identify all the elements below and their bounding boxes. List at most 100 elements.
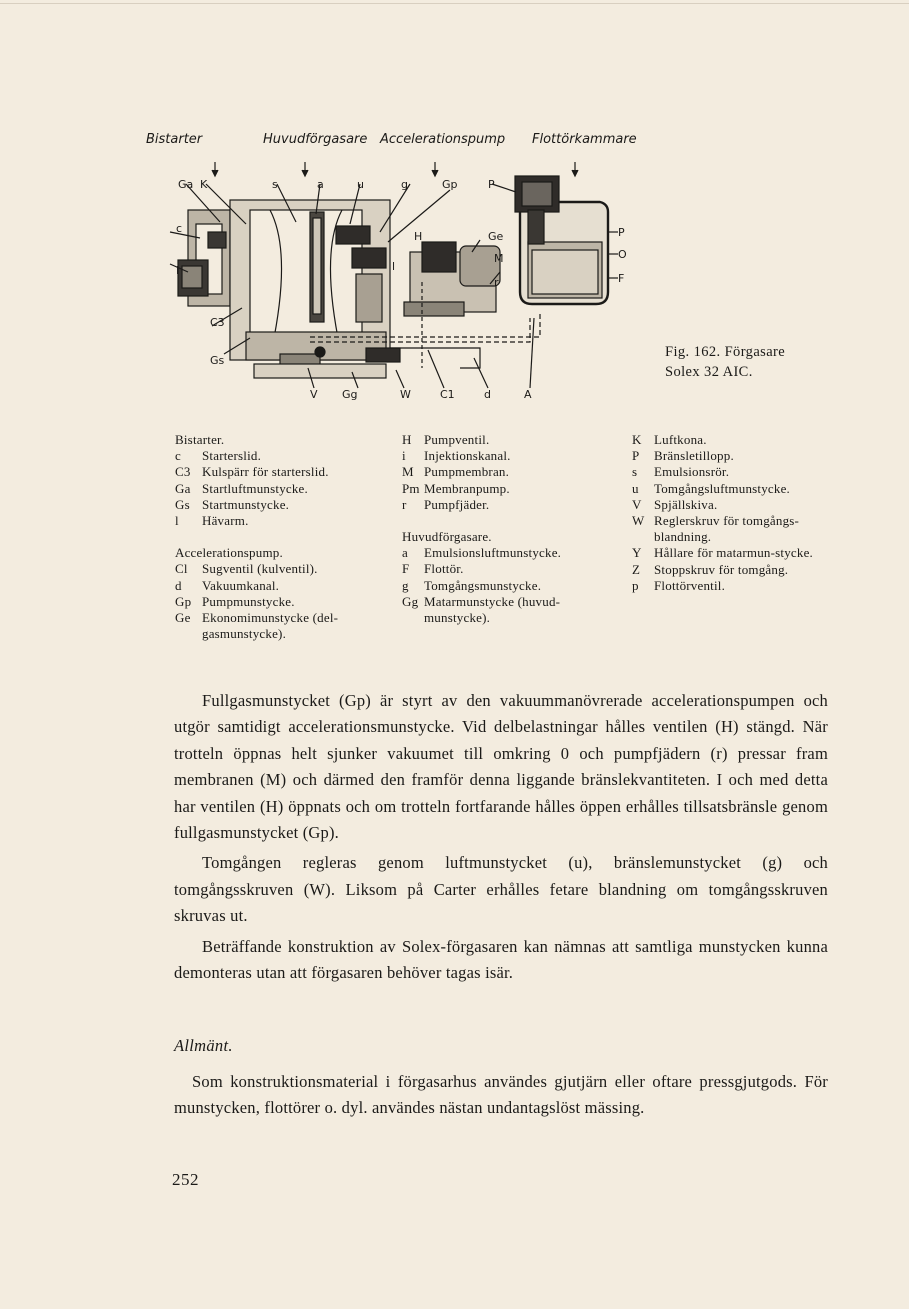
legend-code: M: [402, 464, 414, 480]
legend-code: Gg: [402, 593, 419, 609]
legend-entry: P Bränsletillopp.: [632, 448, 837, 464]
label-O: O: [618, 248, 627, 261]
legend-code: d: [175, 577, 182, 593]
legend-description: Hävarm.: [202, 513, 249, 529]
legend-section-title: Huvudförgasare.: [402, 529, 492, 545]
figure-heading-accelerationspump: Accelerationspump: [380, 132, 506, 147]
body-text: Fullgasmunstycket (Gp) är styrt av den v…: [174, 688, 828, 986]
legend-entry: Y Hållare för matarmun-stycke.: [632, 545, 837, 561]
legend-description: Starterslid.: [202, 448, 262, 464]
label-Ge: Ge: [488, 230, 504, 243]
label-Gg: Gg: [342, 388, 358, 401]
label-Ga: Ga: [178, 178, 193, 191]
legend-description: Spjällskiva.: [654, 496, 718, 512]
legend-description: Vakuumkanal.: [202, 577, 280, 593]
legend-entry: Ge Ekonomimunstycke (del-gasmunstycke).: [175, 610, 387, 642]
carburetor-cross-section-drawing: Ga K s a u g Gp P c l H Ge M l r P O F C…: [169, 162, 627, 401]
legend-code: p: [632, 577, 639, 593]
legend-description: Hållare för matarmun-stycke.: [654, 545, 814, 561]
section-body: Som konstruktionsmaterial i förgasarhus …: [174, 1069, 828, 1122]
section-heading: Allmänt.: [174, 1036, 233, 1055]
legend-code: Z: [632, 561, 641, 577]
legend-description: Emulsionsluftmunstycke.: [424, 545, 562, 561]
legend-description: Reglerskruv för tomgångs-blandning.: [654, 513, 800, 545]
legend-code: Ge: [175, 610, 191, 626]
figure-heading-huvudforgasare: Huvudförgasare: [263, 132, 368, 147]
legend-description: Startmunstycke.: [202, 496, 290, 512]
label-Gs: Gs: [210, 354, 225, 367]
legend-code: W: [632, 513, 645, 529]
legend-entry: Z Stoppskruv för tomgång.: [632, 562, 837, 578]
legend-entry: s Emulsionsrör.: [632, 464, 837, 480]
legend-code: u: [632, 480, 639, 496]
legend-entry: a Emulsionsluftmunstycke.: [402, 545, 614, 561]
page-number: 252: [172, 1170, 199, 1189]
legend-code: c: [175, 448, 181, 464]
legend-code: Y: [632, 545, 642, 561]
label-d: d: [484, 388, 491, 401]
legend-entry: Gg Matarmunstycke (huvud-munstycke).: [402, 594, 614, 626]
legend-code: F: [402, 561, 410, 577]
paragraph: Beträffande konstruktion av Solex-förgas…: [174, 936, 828, 983]
label-u: u: [357, 178, 364, 191]
legend-description: Tomgångsmunstycke.: [424, 577, 542, 593]
carburetor-figure: Ga K s a u g Gp P c l H Ge M l r P O F C…: [146, 132, 650, 402]
legend-description: Matarmunstycke (huvud-munstycke).: [424, 593, 561, 626]
legend-code: Pm: [402, 480, 420, 496]
legend-entry: c Starterslid.: [175, 448, 387, 464]
legend-gap: [175, 529, 387, 545]
figure-heading-flottorkammare: Flottörkammare: [532, 132, 637, 147]
legend-description: Tomgångsluftmunstycke.: [654, 480, 790, 496]
legend-description: Kulspärr för starterslid.: [202, 464, 329, 480]
legend-code: H: [402, 432, 412, 447]
legend-description: Stoppskruv för tomgång.: [654, 561, 789, 577]
label-C3: C3: [210, 316, 225, 329]
label-l-left: l: [176, 264, 179, 277]
legend-code: Ga: [175, 480, 191, 496]
legend-code: g: [402, 577, 409, 593]
page-top-edge: [0, 3, 909, 4]
label-H: H: [414, 230, 422, 243]
legend-description: Ekonomimunstycke (del-gasmunstycke).: [202, 610, 339, 642]
figure-caption-line: Fig. 162. Förgasare: [665, 344, 786, 360]
label-M: M: [494, 252, 504, 265]
legend-entry: d Vakuumkanal.: [175, 578, 387, 594]
legend-entry: W Reglerskruv för tomgångs-blandning.: [632, 513, 837, 545]
label-F: F: [618, 272, 624, 285]
label-g: g: [401, 178, 408, 191]
legend-description: Pumpmembran.: [424, 464, 510, 480]
legend-code: a: [402, 545, 408, 561]
label-P-right: P: [618, 226, 625, 239]
legend-code: s: [632, 464, 638, 480]
legend-description: Emulsionsrör.: [654, 464, 730, 480]
legend-entry: l Hävarm.: [175, 513, 387, 529]
legend-code: P: [632, 448, 640, 464]
legend-gap: [402, 513, 614, 529]
figure-caption: Fig. 162. Förgasare Solex 32 AIC.: [665, 342, 785, 382]
label-l-mid: l: [392, 260, 395, 273]
legend-entry: p Flottörventil.: [632, 578, 837, 594]
legend-description: Bränsletillopp.: [654, 448, 734, 464]
legend-description: Flottörventil.: [654, 577, 726, 593]
label-W: W: [400, 388, 411, 401]
legend-code: Gp: [175, 593, 192, 609]
label-Gp: Gp: [442, 178, 458, 191]
legend-code: l: [175, 513, 179, 529]
legend-section-title: Bistarter.: [175, 432, 225, 447]
legend-code: Cl: [175, 561, 188, 577]
legend-description: Pumpfjäder.: [424, 496, 490, 512]
legend-code: K: [632, 432, 642, 447]
figure-caption-line: Solex 32 AIC.: [665, 364, 753, 380]
legend-description: Injektionskanal.: [424, 448, 511, 464]
legend-entry: M Pumpmembran.: [402, 464, 614, 480]
